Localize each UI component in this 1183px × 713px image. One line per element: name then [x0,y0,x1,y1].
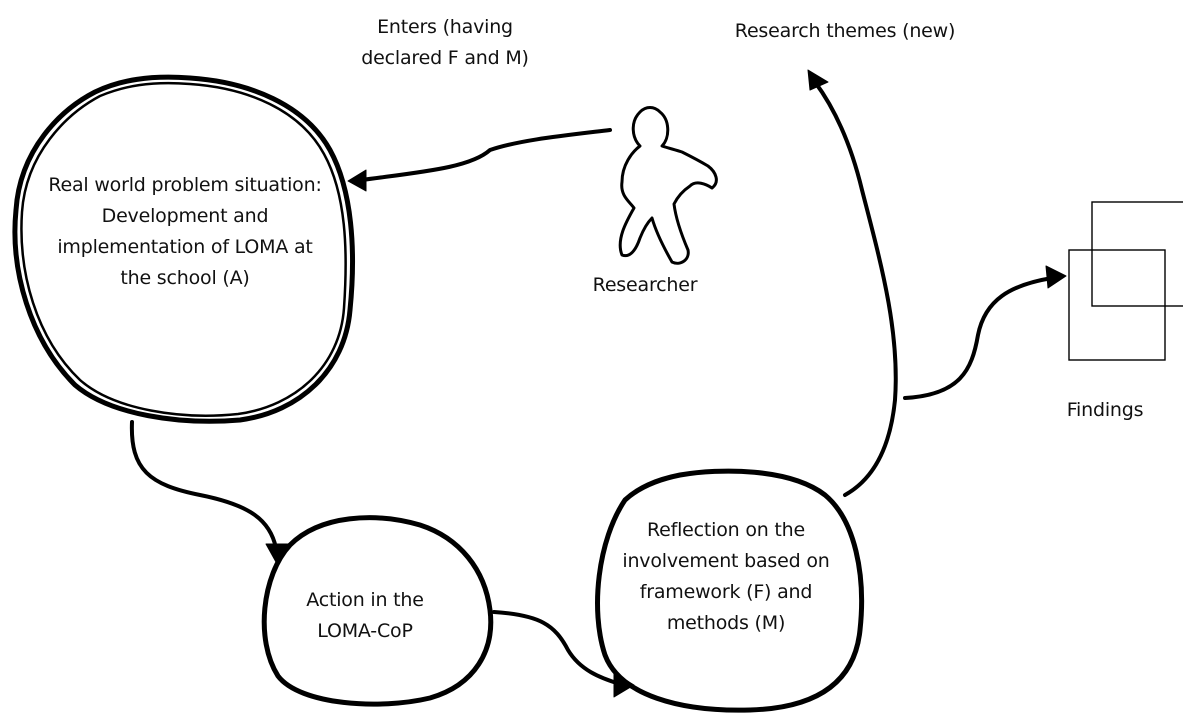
findings-box-front [1068,249,1166,361]
problem-situation-label: Real world problem situation: Developmen… [48,174,322,289]
findings-label: Findings [1066,399,1144,421]
arrow-head-reflection [613,672,635,698]
arrow-problem-to-action [129,420,278,550]
arrow-head-themes [807,69,829,91]
problem-situation-node [12,74,355,424]
arrow-head-findings [1045,265,1067,289]
action-label: Action in the LOMA-CoP [306,589,424,642]
problem-situation-node-outline [20,81,347,417]
reflection-label: Reflection on the involvement based on f… [622,519,830,634]
action-node [261,515,494,707]
researcher-icon [618,106,718,265]
arrow-action-to-reflection [492,610,622,686]
researcher-label: Researcher [592,274,698,296]
arrow-head-problem [347,169,367,192]
reflection-node [595,468,865,713]
arrow-to-findings [903,276,1054,400]
enters-annotation: Enters (having declared F and M) [361,16,529,69]
arrow-reflection-to-themes [813,80,898,497]
arrow-head-action [265,543,291,563]
arrow-researcher-to-problem [360,128,612,182]
findings-box-back [1091,201,1183,307]
research-themes-annotation: Research themes (new) [734,20,956,42]
